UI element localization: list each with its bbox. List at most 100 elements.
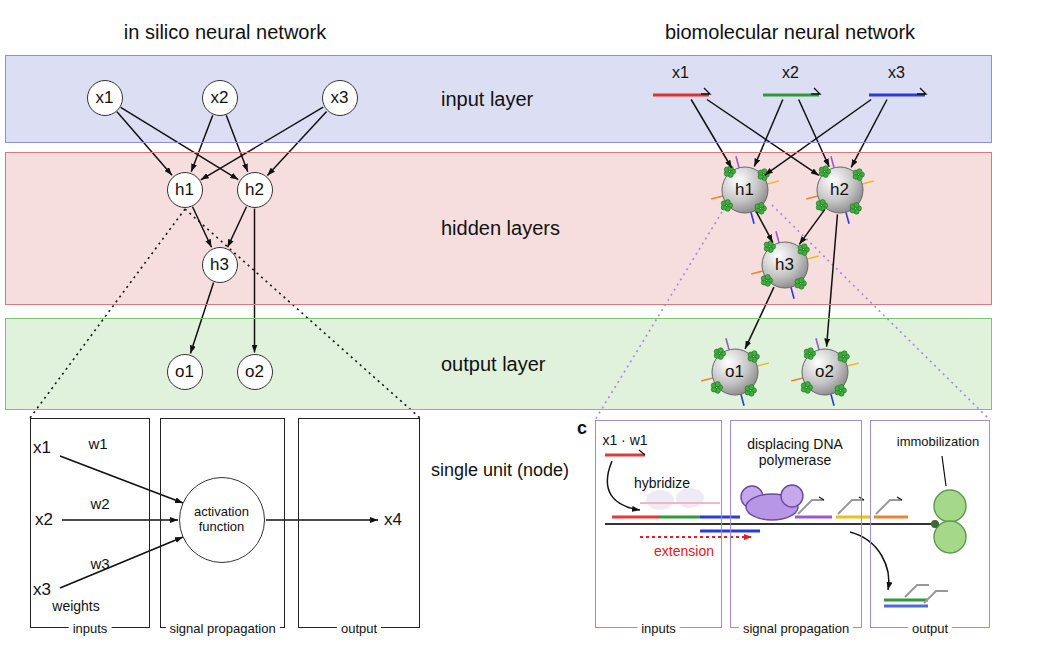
bead-flower xyxy=(839,385,844,390)
unit-panel: output xyxy=(870,420,990,628)
dna-illustration xyxy=(676,488,704,508)
bead-strand xyxy=(776,231,779,243)
band-fill xyxy=(5,55,992,410)
zoom-line xyxy=(772,205,990,420)
dna-illustration xyxy=(798,500,902,514)
bead-node: h2 xyxy=(817,167,863,213)
bead-flower xyxy=(842,351,847,356)
weight-name: w1 xyxy=(88,435,107,452)
bead-strand xyxy=(767,181,779,184)
panel-name: output xyxy=(908,621,952,637)
bead-strand xyxy=(847,363,859,366)
bead-flower xyxy=(854,203,859,208)
weight-arrow xyxy=(60,537,183,588)
bead-flower xyxy=(823,166,828,171)
weight-arrow xyxy=(266,519,378,521)
neuron-name: o1 xyxy=(175,362,194,382)
dna-illustration xyxy=(884,599,928,602)
weight-arrow xyxy=(60,456,183,503)
strand-name: x3 xyxy=(888,64,905,82)
neuron-circle: x3 xyxy=(322,80,358,116)
dna-illustration xyxy=(942,456,946,486)
step-label: immobilization xyxy=(897,435,979,450)
bead-strand xyxy=(862,181,874,184)
dna-illustration xyxy=(646,490,674,510)
step-label: hybridize xyxy=(634,475,690,491)
bead-flower xyxy=(765,275,770,280)
neuron-circle: x1 xyxy=(87,80,123,116)
dna-illustration xyxy=(934,490,966,522)
dna-illustration xyxy=(781,485,803,507)
dna-illustration xyxy=(605,450,966,606)
bead-flower xyxy=(820,200,825,205)
dna-illustration xyxy=(931,520,939,528)
bead-node: o1 xyxy=(712,349,758,395)
band-fill xyxy=(5,55,992,143)
dna-illustration xyxy=(836,516,870,519)
bead-strand xyxy=(701,378,713,381)
neuron-name: x1 xyxy=(96,88,114,108)
neuron-circle: o1 xyxy=(167,354,203,390)
bead-flower xyxy=(802,244,807,249)
bead-strand xyxy=(751,271,763,274)
weight-name: w2 xyxy=(90,495,109,512)
dna-strand xyxy=(763,94,819,97)
neuron-name: h2 xyxy=(245,180,264,200)
weight-arrow xyxy=(60,456,378,588)
dna-illustration xyxy=(605,454,645,457)
bead-node: h3 xyxy=(762,242,808,288)
strand-name: x1 xyxy=(672,64,689,82)
dna-illustration xyxy=(795,516,832,519)
bead-strand xyxy=(816,338,819,350)
bead-strand xyxy=(806,196,818,199)
band-fill xyxy=(5,318,992,410)
step-label: extension xyxy=(654,543,714,559)
input-name: x3 xyxy=(33,580,51,600)
strand-end xyxy=(701,88,710,94)
bead-node: h1 xyxy=(722,167,768,213)
bead-strand xyxy=(791,378,803,381)
neuron-circle: h3 xyxy=(202,247,238,283)
connector xyxy=(765,100,871,176)
bead-name: o1 xyxy=(725,362,744,382)
dna-illustration xyxy=(660,516,700,519)
panel-name: output xyxy=(337,621,381,637)
input-strand: x2 xyxy=(760,64,822,100)
dna-illustration xyxy=(905,585,948,603)
bead-body xyxy=(722,167,768,213)
layer-name: input layer xyxy=(441,88,533,111)
panel-title: biomolecular neural network xyxy=(665,21,915,44)
bead-body xyxy=(802,349,848,395)
bead-body xyxy=(817,167,863,213)
connector xyxy=(754,100,783,167)
strand-name: x2 xyxy=(782,64,799,82)
input-name: x2 xyxy=(35,510,53,530)
function-name: activation function xyxy=(183,505,261,535)
layer-name: hidden layers xyxy=(441,217,560,240)
neuron-circle: h2 xyxy=(237,172,273,208)
bead-strand xyxy=(736,156,739,168)
bead-flower xyxy=(808,348,813,353)
weights-note: weights xyxy=(52,598,99,614)
neuron-name: o2 xyxy=(245,362,264,382)
bead-strand xyxy=(757,363,769,366)
layer-name: output layer xyxy=(441,353,546,376)
dna-illustration xyxy=(640,502,720,504)
zoom-line xyxy=(185,209,420,418)
connector xyxy=(799,210,824,245)
weight-name: w3 xyxy=(90,555,109,572)
bead-flower xyxy=(749,385,754,390)
connector xyxy=(691,100,732,168)
strand-end xyxy=(811,88,820,94)
bead-strand xyxy=(741,394,744,406)
unit-panel: signal propagationactivation function xyxy=(160,418,285,628)
connector xyxy=(851,100,887,168)
bead-node: o2 xyxy=(802,349,848,395)
connector xyxy=(756,212,772,243)
dna-illustration xyxy=(874,516,908,519)
strand-end xyxy=(917,88,926,94)
bead-strand xyxy=(711,196,723,199)
bead-strand xyxy=(831,156,834,168)
bead xyxy=(701,156,874,406)
connector xyxy=(707,100,819,176)
